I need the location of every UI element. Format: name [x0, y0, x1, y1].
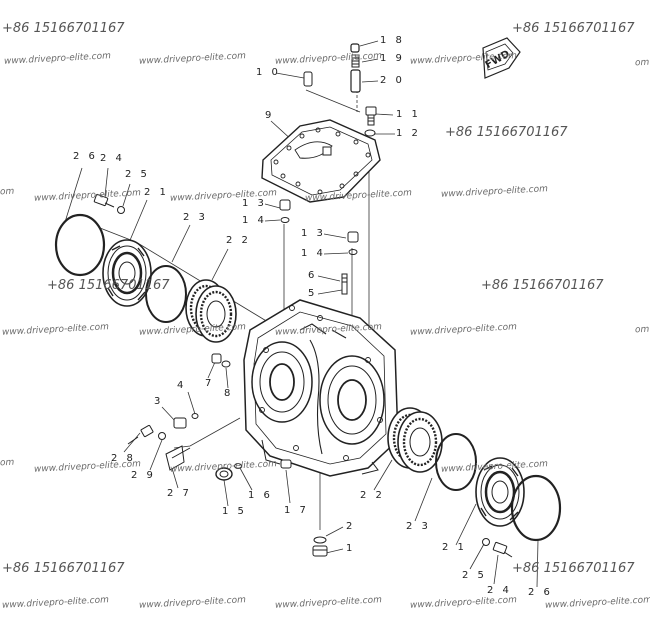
- callout-24-right: 2 4: [487, 585, 512, 596]
- bearing-22-right: [387, 407, 443, 473]
- callout-23-right: 2 3: [406, 521, 431, 532]
- bearing-22-left: [185, 279, 237, 343]
- callout-6: 6: [308, 270, 318, 281]
- callout-13-upper: 1 3: [242, 198, 267, 209]
- o-ring-26-left: [54, 213, 106, 277]
- washer-8: [221, 360, 231, 368]
- callout-14-upper: 1 4: [242, 215, 267, 226]
- callout-11: 1 1: [396, 109, 421, 120]
- callout-5: 5: [308, 288, 318, 299]
- callout-29: 2 9: [131, 470, 156, 481]
- washer-25-right: [482, 538, 490, 546]
- bolt-11: [365, 106, 377, 126]
- o-ring-23-right: [435, 433, 477, 491]
- callout-27: 2 7: [167, 488, 192, 499]
- callout-7: 7: [205, 378, 215, 389]
- washer-16: [234, 463, 242, 469]
- o-ring-26-right: [510, 474, 562, 542]
- callout-15: 1 5: [222, 506, 247, 517]
- pin-10: [303, 71, 313, 87]
- callout-20: 2 0: [380, 75, 405, 86]
- washer-12: [364, 129, 376, 137]
- drain-plug-1-2: [312, 536, 328, 557]
- callout-21-right: 2 1: [442, 542, 467, 553]
- watermark-phone: +86 15166701167: [445, 125, 568, 140]
- callout-25-right: 2 5: [462, 570, 487, 581]
- callout-17: 1 7: [284, 505, 309, 516]
- watermark-phone: +86 15166701167: [512, 21, 635, 36]
- callout-22-right: 2 2: [360, 490, 385, 501]
- callout-26-left: 2 6: [73, 151, 98, 162]
- bolt-24-left: [93, 193, 115, 208]
- bolt-24-right: [492, 541, 513, 558]
- watermark-site-partial: om: [634, 324, 650, 336]
- callout-16: 1 6: [248, 490, 273, 501]
- callout-8: 8: [224, 388, 234, 399]
- plug-15: [215, 467, 233, 481]
- callout-19: 1 9: [380, 53, 405, 64]
- callout-26-right: 2 6: [528, 587, 553, 598]
- callout-22-left: 2 2: [226, 235, 251, 246]
- bearing-cover-21-left: [102, 239, 152, 307]
- callout-12: 1 2: [396, 128, 421, 139]
- bolt-28: [127, 424, 154, 445]
- callout-25-left: 2 5: [125, 169, 150, 180]
- callout-3: 3: [154, 396, 164, 407]
- callout-9: 9: [265, 110, 275, 121]
- watermark-site-partial: om: [0, 457, 15, 469]
- callout-10: 1 0: [256, 67, 281, 78]
- bracket-27: [165, 445, 191, 471]
- pins-5-6: [341, 273, 348, 295]
- watermark-phone: +86 15166701167: [512, 561, 635, 576]
- callout-4: 4: [177, 380, 187, 391]
- watermark-phone: +86 15166701167: [2, 21, 125, 36]
- o-ring-23-left: [145, 265, 187, 323]
- main-housing: [243, 299, 399, 477]
- plug-7: [211, 353, 222, 364]
- callout-21-left: 2 1: [144, 187, 169, 198]
- plug-13-lower: [347, 231, 359, 255]
- top-cover-plate: [261, 119, 381, 203]
- callout-28: 2 8: [111, 453, 136, 464]
- washer-25-left: [117, 206, 125, 214]
- washer-29: [158, 432, 166, 440]
- callout-13-lower: 1 3: [301, 228, 326, 239]
- plug-3: [173, 417, 187, 429]
- plug-13-upper: [279, 199, 291, 223]
- callout-2: 2: [346, 521, 356, 532]
- callout-18: 1 8: [380, 35, 405, 46]
- watermark-site-partial: om: [634, 57, 650, 69]
- washer-4: [191, 413, 199, 419]
- watermark-phone: +86 15166701167: [47, 278, 170, 293]
- plug-17: [280, 459, 292, 469]
- watermark-site-partial: om: [0, 186, 15, 198]
- callout-1: 1: [346, 543, 356, 554]
- watermark-phone: +86 15166701167: [481, 278, 604, 293]
- fwd-badge-shape: [482, 37, 521, 79]
- breather-assembly: [350, 43, 361, 93]
- callout-24-left: 2 4: [100, 153, 125, 164]
- watermark-phone: +86 15166701167: [2, 561, 125, 576]
- callout-14-lower: 1 4: [301, 248, 326, 259]
- callout-23-left: 2 3: [183, 212, 208, 223]
